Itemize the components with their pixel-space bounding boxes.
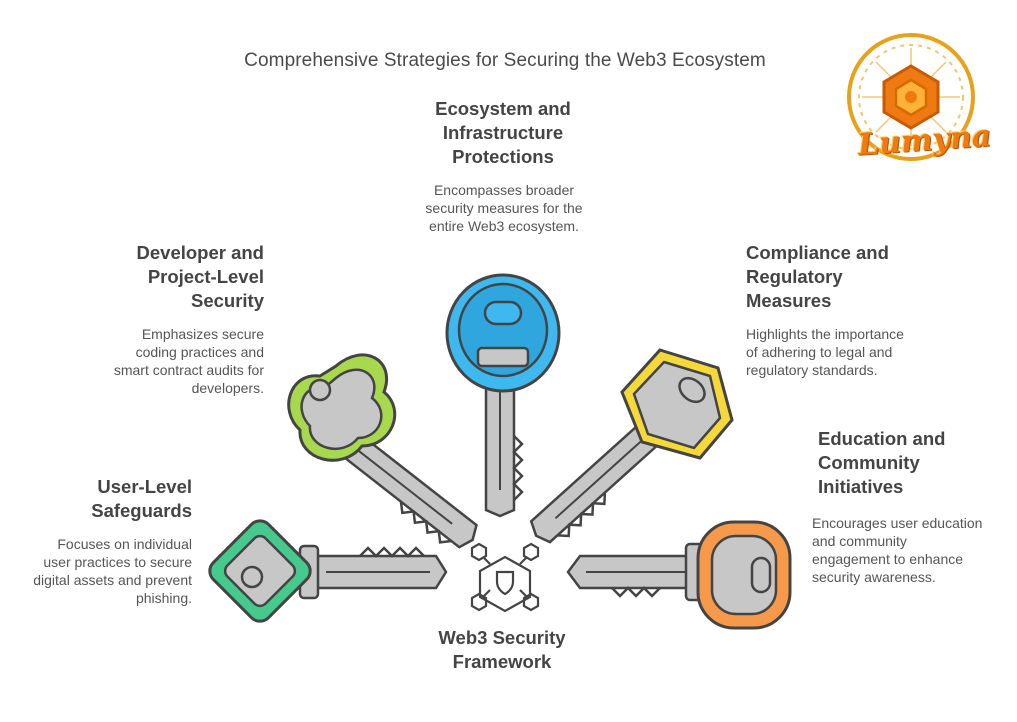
center-label: Web3 Security Framework [438,627,566,672]
developer-heading: Developer and Project-Level Security [136,242,265,311]
compliance-description: Highlights the importance of adhering to… [746,326,904,378]
user-description: Focuses on individual user practices to … [33,536,192,606]
education-description: Encourages user education and community … [812,515,983,585]
user-heading: User-Level Safeguards [91,476,192,521]
shield-network-icon [470,542,540,613]
lumyna-logo [847,33,975,161]
ecosystem-heading: Ecosystem and Infrastructure Protections [435,98,571,167]
compliance-heading: Compliance and Regulatory Measures [746,242,889,311]
diagram-title: Comprehensive Strategies for Securing th… [244,50,766,71]
ecosystem-description: Encompasses broader security measures fo… [425,182,583,234]
key-ecosystem [445,273,561,518]
education-heading: Education and Community Initiatives [818,428,946,497]
key-compliance [529,348,734,544]
key-user [208,519,448,623]
key-developer [287,353,478,549]
key-education [566,520,792,630]
developer-description: Emphasizes secure coding practices and s… [113,326,264,396]
